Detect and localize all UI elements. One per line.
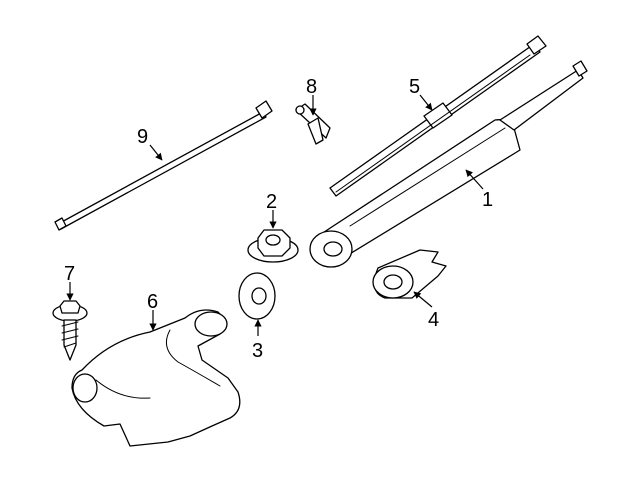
callout-3: 3 — [252, 340, 263, 362]
callout-9: 9 — [137, 126, 148, 148]
part-4-cap — [372, 249, 447, 299]
callout-1: 1 — [482, 189, 493, 211]
callout-2: 2 — [266, 191, 277, 213]
part-6-cover — [71, 309, 241, 447]
leader-lines — [66, 94, 484, 336]
callout-7: 7 — [64, 263, 75, 285]
part-2-nut — [247, 229, 299, 263]
callout-4: 4 — [428, 309, 439, 331]
callout-8: 8 — [306, 76, 317, 98]
callout-6: 6 — [147, 291, 158, 313]
part-5-wiper-blade — [329, 35, 547, 197]
part-7-screw — [52, 300, 88, 361]
callout-5: 5 — [409, 76, 420, 98]
part-3-washer — [238, 272, 276, 320]
part-8-nozzle — [295, 103, 331, 145]
part-1-wiper-arm — [309, 60, 588, 268]
part-9-rod — [54, 100, 273, 231]
